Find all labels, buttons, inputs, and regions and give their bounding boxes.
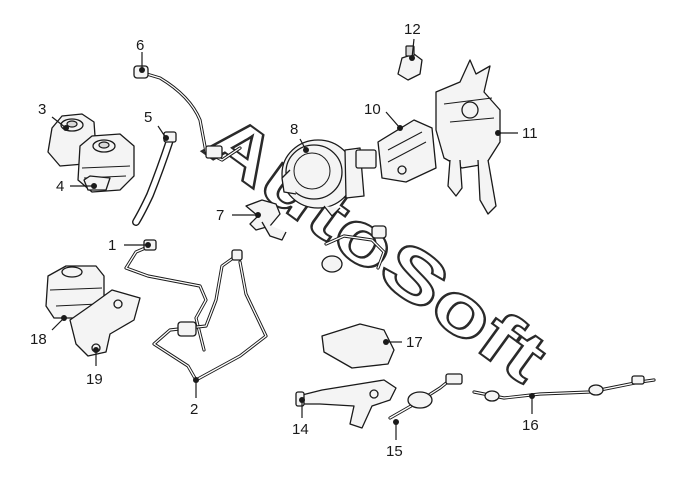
callout-12: 12 bbox=[404, 21, 421, 38]
callout-19: 19 bbox=[86, 371, 103, 388]
callout-4: 4 bbox=[56, 178, 64, 195]
callout-18: 18 bbox=[30, 331, 47, 348]
leader-lines bbox=[51, 38, 535, 440]
part-handbrake-lever[interactable] bbox=[295, 379, 397, 429]
part-handbrake-cover[interactable] bbox=[321, 323, 395, 369]
callout-7: 7 bbox=[216, 207, 224, 224]
part-switch[interactable] bbox=[397, 45, 423, 81]
part-pipe-fitting[interactable] bbox=[321, 225, 387, 273]
part-brake-pipes[interactable] bbox=[124, 239, 268, 382]
callout-17: 17 bbox=[406, 334, 423, 351]
part-handbrake-cable[interactable] bbox=[388, 373, 463, 420]
part-support-bracket[interactable] bbox=[377, 119, 437, 183]
callout-6: 6 bbox=[136, 37, 144, 54]
callout-labels: 1 2 3 4 5 6 7 8 10 11 12 14 15 16 17 18 … bbox=[30, 21, 539, 460]
callout-15: 15 bbox=[386, 443, 403, 460]
part-abs-unit[interactable] bbox=[45, 265, 105, 319]
part-rear-cable[interactable] bbox=[472, 375, 656, 402]
callout-14: 14 bbox=[292, 421, 309, 438]
callout-1: 1 bbox=[108, 237, 116, 254]
callout-11: 11 bbox=[522, 125, 538, 142]
part-bracket[interactable] bbox=[245, 199, 287, 241]
callout-5: 5 bbox=[144, 109, 152, 126]
part-reservoir[interactable] bbox=[47, 113, 135, 193]
callout-8: 8 bbox=[290, 121, 298, 138]
part-brake-booster[interactable] bbox=[281, 139, 377, 217]
callout-10: 10 bbox=[364, 101, 381, 118]
callout-2: 2 bbox=[190, 401, 198, 418]
callout-3: 3 bbox=[38, 101, 46, 118]
callout-16: 16 bbox=[522, 417, 539, 434]
part-hose[interactable] bbox=[132, 131, 177, 226]
part-pedal-box[interactable] bbox=[435, 59, 501, 215]
